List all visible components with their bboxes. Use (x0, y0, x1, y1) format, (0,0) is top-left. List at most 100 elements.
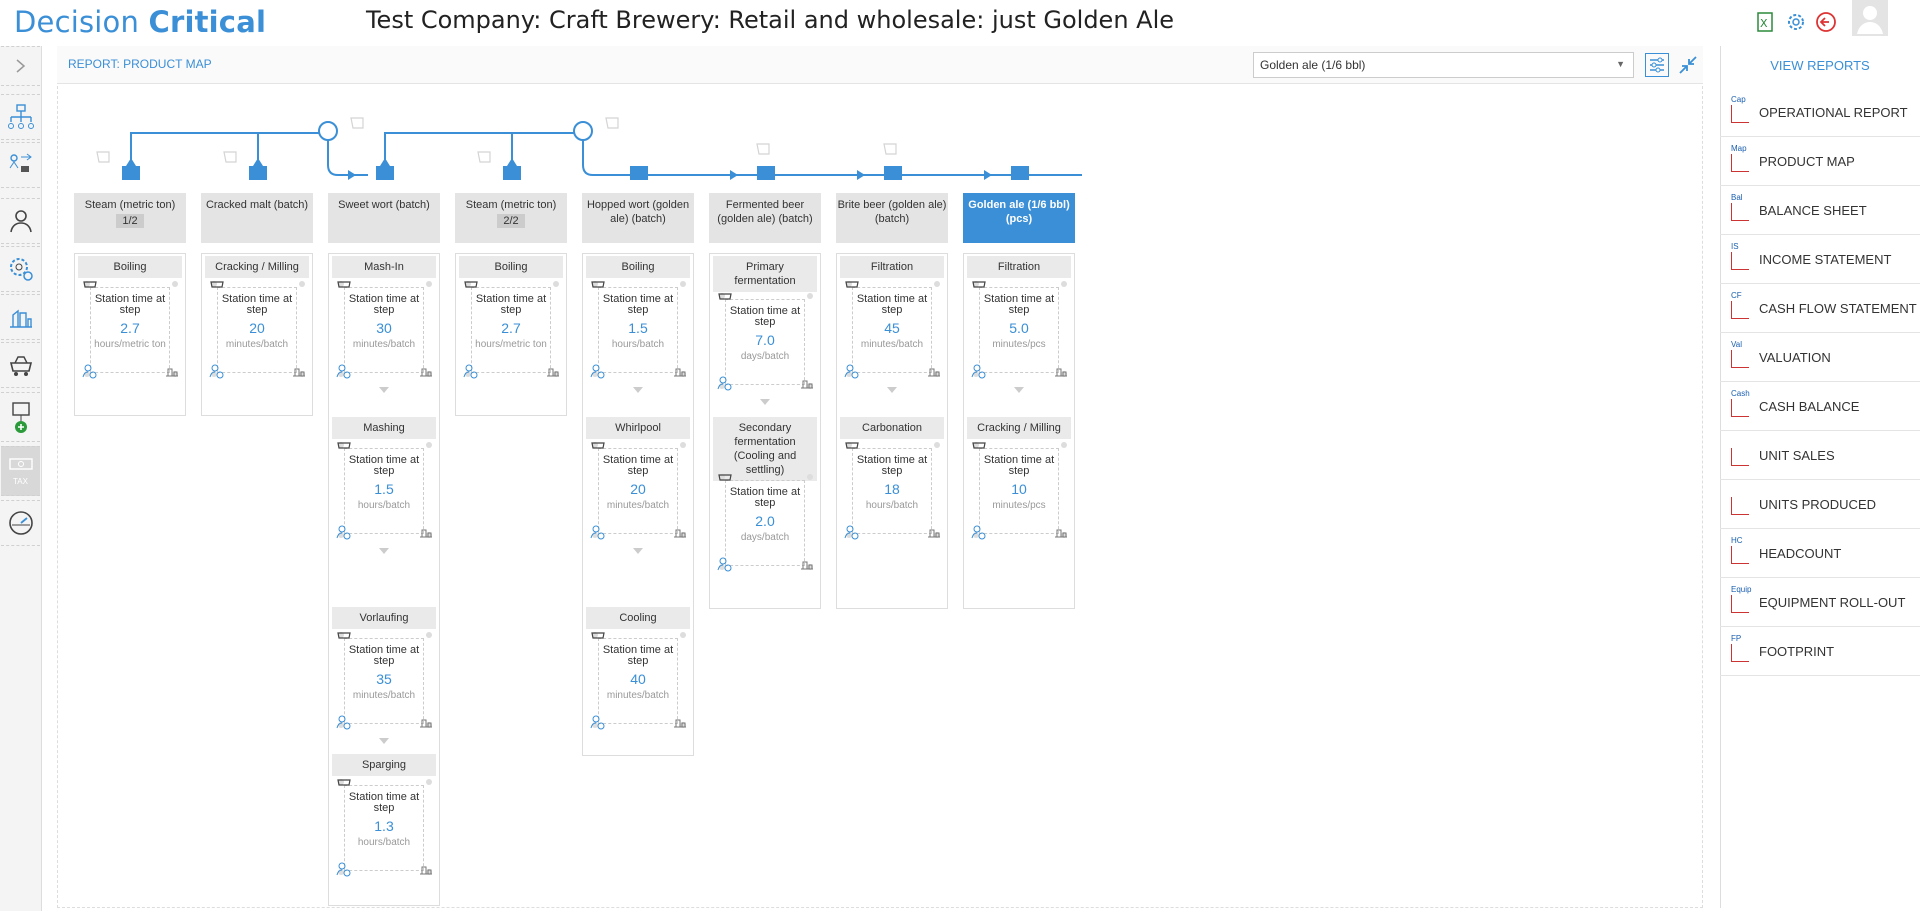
user-icon[interactable] (1, 198, 40, 244)
filter-settings-icon[interactable] (1645, 53, 1669, 77)
step-title[interactable]: Vorlaufing (332, 607, 436, 629)
step-title[interactable]: Boiling (586, 256, 690, 278)
column-header[interactable]: Steam (metric ton)1/2 (74, 193, 186, 243)
report-icon-tag: Bal (1731, 193, 1743, 202)
column-header-label: Golden ale (1/6 bbl) (pcs) (968, 199, 1070, 225)
top-bar (0, 0, 1920, 44)
report-link[interactable]: UNITS PRODUCED (1720, 480, 1920, 529)
settings-icon[interactable] (1, 246, 40, 292)
expand-icon[interactable] (1, 46, 40, 86)
worker-icon (717, 556, 733, 577)
view-reports-title: VIEW REPORTS (1770, 58, 1870, 73)
step-title[interactable]: Cracking / Milling (967, 417, 1071, 439)
logo-text-a: Decision (14, 5, 140, 39)
gear-icon[interactable] (1784, 10, 1808, 34)
report-link-label: INCOME STATEMENT (1759, 251, 1892, 267)
station-time-label: Station time at step (348, 644, 420, 667)
column-header[interactable]: Brite beer (golden ale) (batch) (836, 193, 948, 243)
gauge-icon[interactable] (1, 500, 40, 546)
tax-label: TAX (13, 477, 28, 486)
connector-dot (592, 722, 598, 728)
product-select[interactable]: Golden ale (1/6 bbl)▼ (1253, 52, 1634, 78)
station-time-value: 30 (376, 320, 392, 336)
column-header[interactable]: Steam (metric ton)2/2 (455, 193, 567, 243)
connector-dot (338, 281, 344, 287)
connector-dot (807, 564, 813, 570)
step-title[interactable]: Filtration (840, 256, 944, 278)
equipment-icon[interactable] (1, 294, 40, 340)
logout-icon[interactable] (1814, 10, 1838, 34)
connector-dot (172, 371, 178, 377)
column-header[interactable]: Sweet wort (batch) (328, 193, 440, 243)
step-title[interactable]: Cooling (586, 607, 690, 629)
collapse-icon[interactable] (1676, 53, 1700, 77)
column-header[interactable]: Fermented beer (golden ale) (batch) (709, 193, 821, 243)
step-title[interactable]: Filtration (967, 256, 1071, 278)
step-title[interactable]: Sparging (332, 754, 436, 776)
station-icon (844, 438, 860, 456)
logo-text-b: Critical (148, 5, 267, 39)
station-time-unit: hours/metric ton (94, 339, 166, 350)
add-station-icon[interactable] (1, 392, 40, 442)
app-logo[interactable]: Decision Critical (14, 5, 266, 39)
avatar[interactable] (1852, 0, 1888, 36)
station-time-label: Station time at step (983, 293, 1055, 316)
station-icon[interactable] (1, 342, 40, 388)
step-title[interactable]: Secondary fermentation (Cooling and sett… (713, 417, 817, 481)
station-time-unit: hours/batch (357, 837, 411, 848)
report-link-label: EQUIPMENT ROLL-OUT (1759, 594, 1906, 610)
column-header[interactable]: Hopped wort (golden ale) (batch) (582, 193, 694, 243)
connector-dot (973, 281, 979, 287)
step-title[interactable]: Cracking / Milling (205, 256, 309, 278)
process-icon[interactable] (1, 142, 40, 188)
step-title[interactable]: Mash-In (332, 256, 436, 278)
step-title[interactable]: Boiling (78, 256, 182, 278)
station-icon (590, 628, 606, 646)
step-title[interactable]: Whirlpool (586, 417, 690, 439)
step-title[interactable]: Mashing (332, 417, 436, 439)
station-icon (336, 628, 352, 646)
step-column (582, 253, 694, 756)
column-header[interactable]: Cracked malt (batch) (201, 193, 313, 243)
step-title[interactable]: Primary fermentation (713, 256, 817, 292)
equipment-icon (799, 375, 815, 394)
connector-dot (846, 532, 852, 538)
connector-dot (719, 564, 725, 570)
step-title[interactable]: Carbonation (840, 417, 944, 439)
org-chart-icon[interactable] (1, 94, 40, 140)
station-time-unit: days/batch (740, 532, 790, 543)
step-title[interactable]: Boiling (459, 256, 563, 278)
column-header[interactable]: Golden ale (1/6 bbl) (pcs) (963, 193, 1075, 243)
equipment-icon (164, 363, 180, 382)
excel-export-icon[interactable]: X (1754, 10, 1778, 34)
station-time-value: 2.7 (501, 320, 521, 336)
tax-icon[interactable]: TAX (1, 446, 40, 496)
report-link[interactable]: UNIT SALES (1720, 431, 1920, 480)
